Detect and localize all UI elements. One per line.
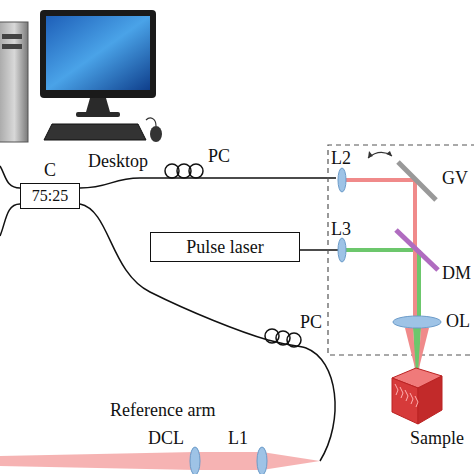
monitor-base (76, 112, 120, 117)
oct-beam (346, 178, 417, 182)
l1-lens (257, 447, 267, 474)
drive-bay (2, 44, 22, 49)
mirror-label: GV (442, 168, 468, 188)
focused-beam (405, 328, 416, 372)
lens-label: L2 (331, 148, 351, 168)
sample-side (418, 376, 442, 424)
lens-label: L3 (331, 219, 351, 239)
mouse (150, 126, 162, 142)
mouse-cable (146, 118, 156, 126)
sample-label: Sample (410, 428, 464, 448)
tissue-stroke (405, 390, 408, 401)
arrowhead (386, 151, 392, 156)
arrowhead (368, 151, 373, 158)
keyboard (44, 124, 146, 140)
pc-label: PC (208, 146, 230, 166)
fiber (0, 166, 20, 188)
tissue-stroke (415, 396, 418, 407)
drive-bay (2, 34, 22, 39)
l2-lens (338, 168, 346, 192)
l3-lens (338, 238, 346, 262)
reference-beam (0, 452, 320, 470)
box-text: Pulse laser (186, 237, 263, 258)
laser-box: Pulse laser (150, 232, 300, 262)
sample-side (392, 378, 418, 424)
arm-label: Reference arm (110, 400, 215, 420)
dichroic-mirror (396, 230, 438, 270)
reference-fiber (80, 204, 268, 340)
monitor-screen (46, 16, 150, 90)
lens-label: L1 (228, 428, 248, 448)
galvo-mirror (398, 162, 436, 200)
reference-fiber (268, 340, 335, 461)
coupler-label: C (44, 160, 56, 180)
tissue-stroke (410, 393, 413, 404)
box-text: 75:25 (32, 187, 68, 205)
fiber (0, 204, 20, 236)
pc-tower (0, 22, 28, 142)
dcl-lens (190, 447, 200, 474)
excitation-beam (346, 248, 417, 252)
monitor-bezel (40, 10, 156, 98)
polarization-controller (165, 164, 203, 178)
pc-label: PC (300, 312, 322, 332)
tissue-stroke (400, 387, 403, 398)
objective-lens (393, 316, 441, 328)
sample-arm-fiber (80, 178, 336, 188)
monitor-stand (86, 98, 110, 112)
tissue-texture (395, 384, 418, 407)
mirror-label: DM (442, 263, 471, 283)
focused-beam (418, 328, 429, 372)
tissue-stroke (395, 384, 398, 395)
computer-label: Desktop (88, 151, 148, 171)
excitation-beam (417, 250, 421, 316)
fiber-loop (189, 164, 203, 178)
lens-label: OL (446, 311, 470, 331)
scan-head-outline (328, 145, 474, 355)
laser-fiber (300, 249, 338, 251)
coupler-box: 75:25 (20, 183, 80, 209)
lens-label: DCL (148, 428, 184, 448)
